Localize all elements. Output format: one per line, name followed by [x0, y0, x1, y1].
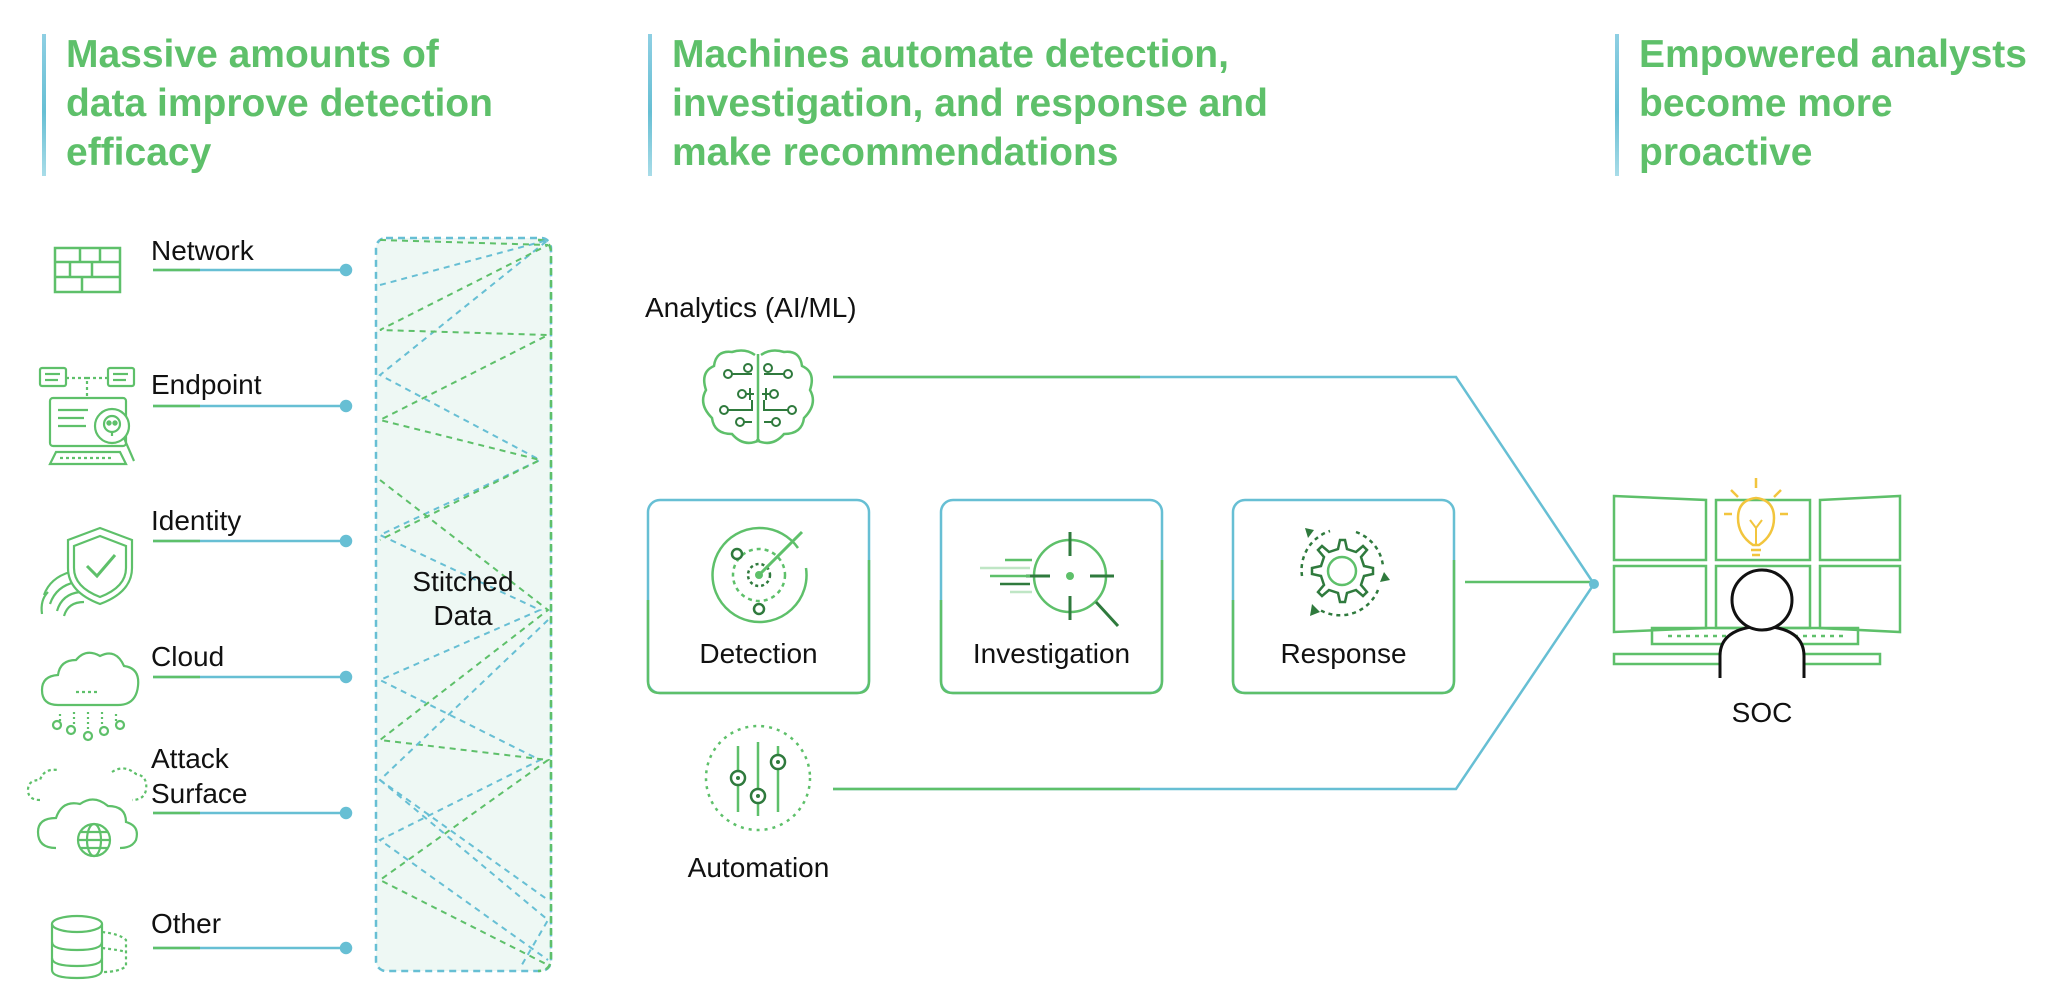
endpoint-computer-icon [38, 366, 136, 466]
stage-boxes [646, 498, 1456, 695]
column-header-data: Massive amounts of data improve detectio… [42, 30, 493, 177]
header-line: data improve detection [66, 82, 493, 125]
stitched-line: Stitched [412, 566, 514, 597]
source-label-endpoint: Endpoint [151, 369, 262, 400]
stage-label-response: Response [1280, 638, 1407, 669]
radar-icon [711, 526, 808, 624]
gear-cycle-icon [1300, 528, 1390, 617]
sliders-icon [704, 724, 812, 832]
database-icon [50, 914, 128, 980]
stage-label-investigation: Investigation [972, 638, 1131, 669]
target-magnifier-icon [980, 532, 1120, 628]
source-underline-accent [153, 268, 200, 950]
header-line: Machines automate detection, [672, 33, 1229, 76]
header-line: Empowered analysts [1639, 33, 2027, 76]
firewall-icon [53, 246, 122, 294]
stitched-data-label: Stitched Data [388, 565, 538, 633]
lightbulb-icon [1724, 478, 1788, 557]
header-line: investigation, and response and [672, 82, 1268, 125]
analytics-label: Analytics (AI/ML) [645, 292, 857, 323]
header-line: efficacy [66, 131, 212, 174]
source-label-cloud: Cloud [151, 641, 225, 672]
source-label-surface: Surface [151, 778, 248, 809]
header-line: become more [1639, 82, 1893, 125]
source-label-other: Other [151, 908, 222, 939]
header-line: make recommendations [672, 131, 1119, 174]
brain-circuit-icon [701, 349, 815, 445]
column-header-analysts: Empowered analysts become more proactive [1615, 30, 2027, 177]
column-header-machines: Machines automate detection, investigati… [648, 30, 1268, 177]
automation-label: Automation [687, 852, 830, 883]
stage-label-detection: Detection [699, 638, 818, 669]
attack-surface-globe-icon [26, 767, 148, 858]
header-line: Massive amounts of [66, 33, 439, 76]
source-label-network: Network [151, 235, 254, 266]
fingerprint-shield-icon [40, 526, 134, 617]
soc-label: SOC [1731, 697, 1793, 728]
stitched-data-box [374, 236, 553, 973]
soc-monitors-analyst-icon [1612, 494, 1902, 678]
stitched-line: Data [433, 600, 493, 631]
source-label-attack: Attack [151, 743, 229, 774]
stitched-crisscross [377, 239, 551, 969]
source-label-identity: Identity [151, 505, 242, 536]
cloud-icon [40, 651, 140, 742]
header-line: proactive [1639, 131, 1813, 174]
flow-to-soc-lines [833, 375, 1599, 791]
